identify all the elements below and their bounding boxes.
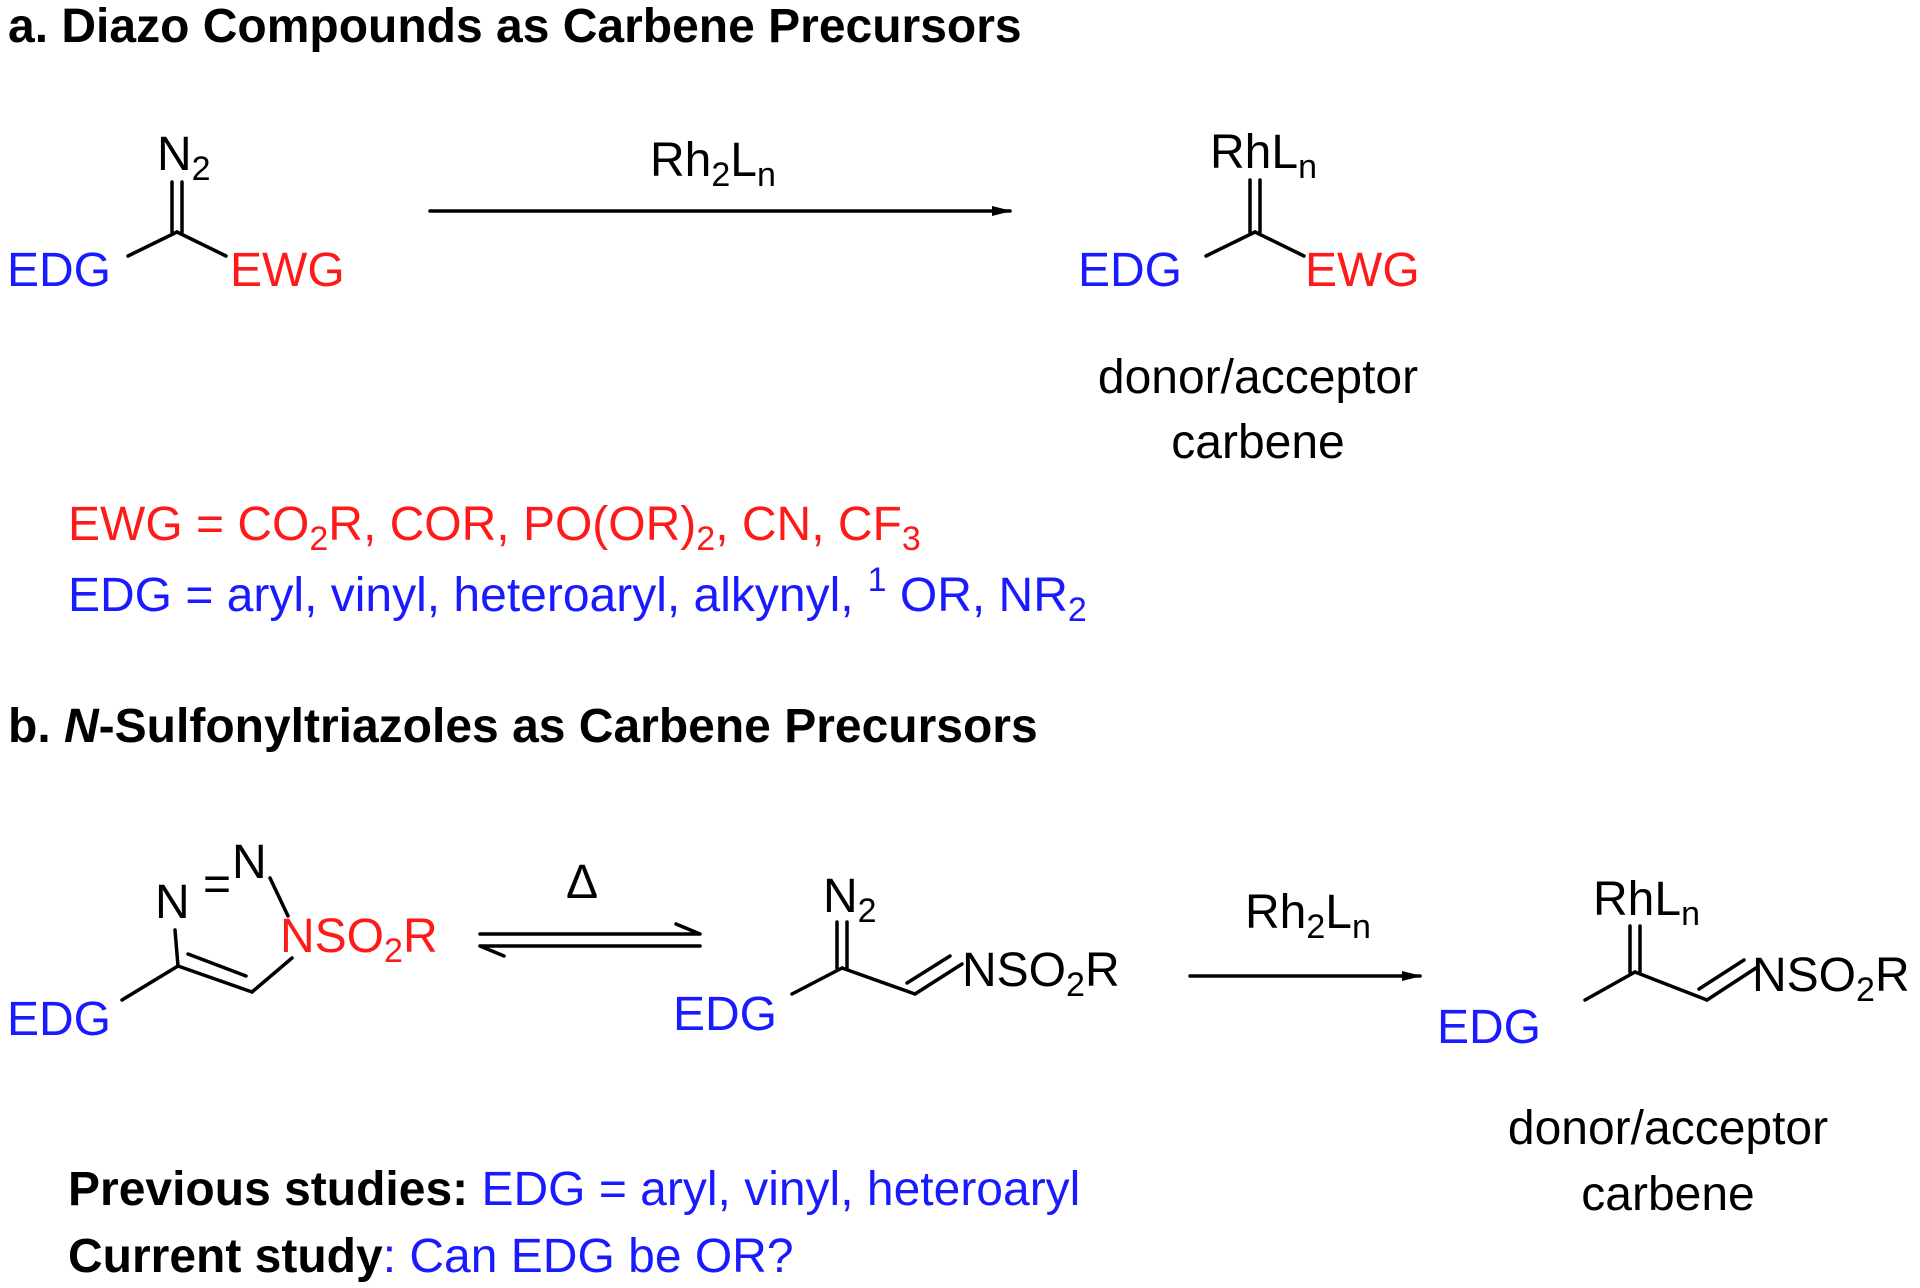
diazo-reactant: N2 EDG EWG: [7, 128, 345, 297]
carbene-edg-label: EDG: [1078, 244, 1182, 297]
carbene-rhln-a: RhLn: [1210, 126, 1317, 186]
ewg-label: EWG: [230, 244, 345, 297]
diazo-imine-intermediate: N2 NSO2R EDG: [673, 870, 1120, 1041]
carbene-b-bond-edg: [1583, 970, 1637, 1002]
carbene-ewg-label: EWG: [1305, 244, 1420, 297]
intermediate-imine-bond-1: [913, 962, 964, 996]
carbene-caption-line1-b: donor/acceptor: [1508, 1102, 1828, 1155]
ring-double-c4-c5: [186, 952, 248, 978]
previous-studies-note: Previous studies: EDG = aryl, vinyl, het…: [68, 1163, 1080, 1216]
carbene-product-a: RhLn EDG EWG donor/acceptor carbene: [1078, 126, 1420, 469]
carbene-bond-to-ewg: [1253, 230, 1306, 258]
edg-label: EDG: [7, 244, 111, 297]
carbene-rhln-b: RhLn: [1593, 873, 1700, 933]
ring-bond-c4-c5: [176, 964, 254, 994]
current-study-note: Current study: Can EDG be OR?: [68, 1230, 794, 1283]
bond-to-edg: [126, 230, 179, 258]
ewg-definition: EWG = CO2R, COR, PO(OR)2, CN, CF3: [68, 498, 921, 558]
intermediate-imine-bond-2: [905, 954, 952, 985]
triazole-n-left: N: [155, 876, 190, 929]
carbene-b-imine-bond-1: [1705, 966, 1758, 1002]
intermediate-bond-edg: [790, 966, 844, 996]
bond-to-ewg: [175, 230, 228, 258]
triazole-edg-label: EDG: [7, 993, 111, 1046]
carbene-b-bond-ch: [1633, 970, 1709, 1002]
carbene-b-edg-label: EDG: [1437, 1001, 1541, 1054]
intermediate-bond-ch: [840, 966, 917, 996]
triazole-sulfonyl: NSO2R: [280, 910, 438, 970]
equilibrium-reverse: [478, 944, 702, 958]
ring-bond-n-c4: [173, 928, 180, 968]
triazole-reactant: N = N NSO2R EDG: [7, 836, 438, 1046]
diazo-n2: N2: [157, 128, 211, 188]
carbene-bond-to-edg: [1204, 230, 1257, 258]
equilibrium-forward: [478, 922, 702, 936]
intermediate-n2: N2: [823, 870, 877, 930]
carbene-product-b: RhLn NSO2R EDG donor/acceptor carbene: [1437, 873, 1910, 1221]
intermediate-edg-label: EDG: [673, 988, 777, 1041]
ring-bond-n-n1: [268, 876, 290, 918]
rhodium-catalyst-a: Rh2Ln: [650, 134, 776, 194]
ring-bond-c5-n1: [250, 956, 294, 994]
triazole-n-top: N: [232, 836, 267, 889]
rhodium-catalyst-b: Rh2Ln: [1245, 886, 1371, 946]
carbene-caption-line2-a: carbene: [1171, 416, 1344, 469]
carbene-caption-line2-b: carbene: [1581, 1168, 1754, 1221]
triazole-n-equals: =: [203, 858, 231, 911]
bond-triazole-edg: [120, 964, 180, 1002]
carbene-b-imine-bond-2: [1697, 958, 1746, 991]
part-b-heading: b. N-Sulfonyltriazoles as Carbene Precur…: [8, 700, 1038, 753]
heat-delta: Δ: [566, 856, 598, 909]
intermediate-sulfonylimine: NSO2R: [962, 944, 1120, 1004]
carbene-caption-line1-a: donor/acceptor: [1098, 351, 1418, 404]
equilibrium-arrows: Δ: [478, 856, 702, 958]
edg-definition: EDG = aryl, vinyl, heteroaryl, alkynyl,1…: [68, 561, 1087, 629]
carbene-b-sulfonylimine: NSO2R: [1752, 949, 1910, 1009]
part-a-heading: a. Diazo Compounds as Carbene Precursors: [8, 0, 1022, 53]
